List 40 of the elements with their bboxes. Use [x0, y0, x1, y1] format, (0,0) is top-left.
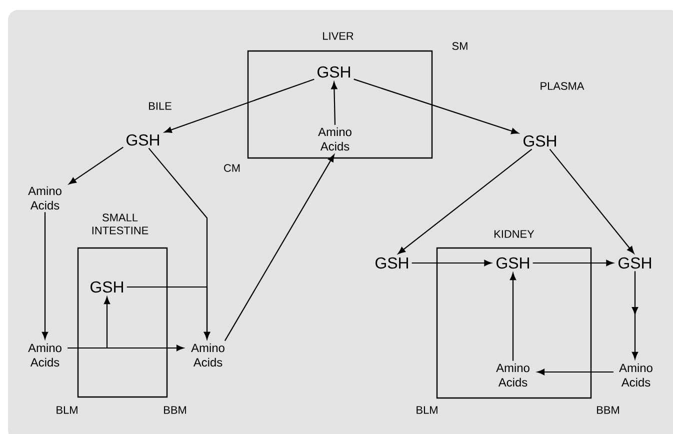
organ-label: KIDNEY	[494, 230, 534, 238]
arrow	[68, 146, 124, 184]
arrow	[632, 271, 638, 360]
membrane-label: SM	[452, 42, 468, 50]
molecule-label: Amino Acids	[318, 127, 352, 151]
organ-label: LIVER	[323, 32, 354, 40]
molecule-label: Amino Acids	[28, 186, 62, 210]
arrow	[126, 286, 210, 340]
arrow	[42, 212, 48, 340]
arrow	[224, 154, 334, 342]
membrane-label: CM	[224, 164, 240, 172]
molecule-label: GSH	[90, 281, 123, 293]
molecule-label: GSH	[376, 257, 408, 269]
arrow	[537, 368, 614, 376]
molecule-label: GSH	[618, 257, 651, 269]
molecule-label: Amino Acids	[496, 363, 530, 387]
molecule-label: Amino Acids	[619, 363, 652, 387]
molecule-label: GSH	[126, 134, 159, 146]
molecule-label: GSH	[496, 257, 529, 269]
molecule-label: Amino Acids	[191, 343, 224, 367]
membrane-label: BBM	[597, 406, 619, 414]
membrane-label: BLM	[56, 406, 78, 414]
arrow	[549, 148, 634, 254]
molecule-label: Amino Acids	[28, 343, 62, 367]
arrow	[104, 296, 110, 348]
arrow	[331, 82, 338, 125]
membrane-label: PLASMA	[540, 82, 584, 90]
arrow	[68, 344, 184, 352]
arrow	[510, 272, 516, 361]
arrow	[398, 148, 532, 254]
membrane-label: BBM	[164, 406, 186, 414]
molecule-label: GSH	[318, 66, 350, 78]
arrow	[532, 260, 614, 266]
arrow	[412, 260, 492, 266]
membrane-label: BLM	[416, 406, 438, 414]
membrane-label: BILE	[149, 102, 172, 110]
molecule-label: GSH	[524, 135, 556, 147]
organ-label: SMALL INTESTINE	[92, 214, 148, 234]
arrow	[354, 78, 519, 134]
arrow	[164, 78, 314, 133]
